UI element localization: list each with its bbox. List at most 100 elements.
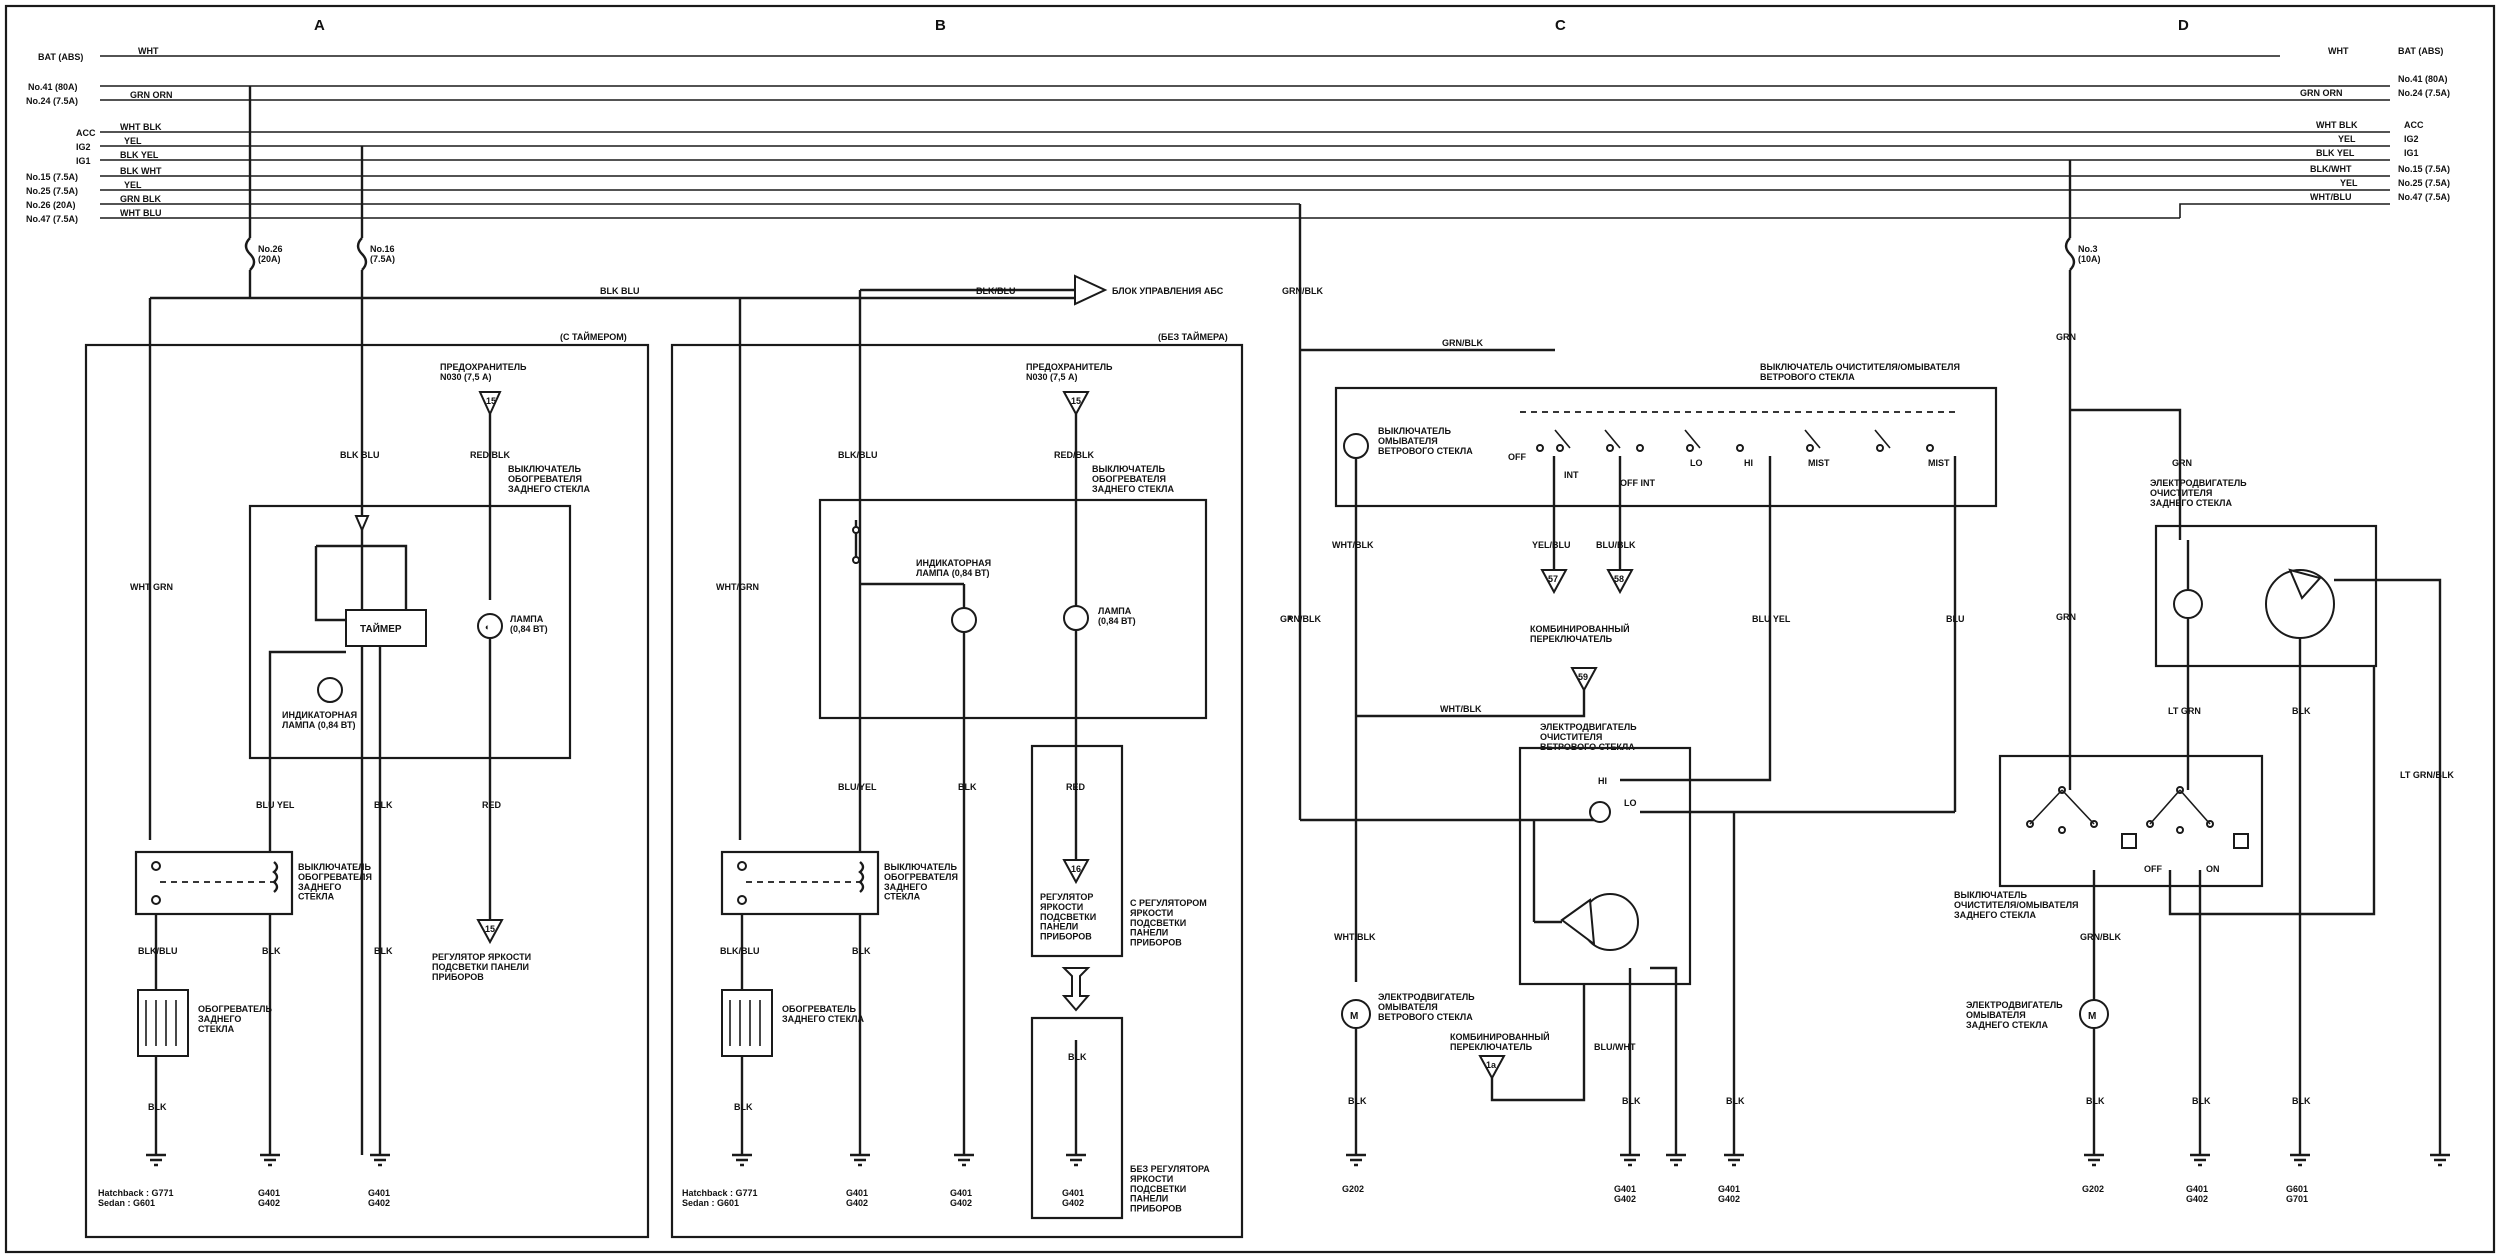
wire-label: BLK YEL — [2316, 148, 2355, 158]
ground-label: G202 — [1342, 1184, 1364, 1194]
source-label: No.26 (20A) — [26, 200, 76, 210]
lamp-glyph: ◐ — [485, 622, 490, 632]
wire-label: BLK — [1068, 1052, 1087, 1062]
combo-num: 57 — [1548, 574, 1558, 584]
pos-label: OFF — [1508, 452, 1526, 462]
motor-glyph: M — [2088, 1011, 2096, 1022]
motor-glyph: M — [1350, 1011, 1358, 1022]
source-label: No.25 (7.5A) — [26, 186, 78, 196]
right-wire-labels: WHT GRN ORN WHT BLK YEL BLK YEL BLK/WHT … — [2300, 46, 2358, 202]
wire-label: RED/BLK — [470, 450, 510, 460]
wire-label: BLU/YEL — [838, 782, 877, 792]
wire-label: BLK YEL — [120, 150, 159, 160]
left-source-labels: BAT (ABS) No.41 (80A) No.24 (7.5A) ACC I… — [26, 52, 96, 224]
wire-label: LT GRN/BLK — [2400, 770, 2454, 780]
wire-label: GRN ORN — [130, 90, 173, 100]
wire-label: BLK — [374, 800, 393, 810]
ground-label: G202 — [2082, 1184, 2104, 1194]
wire-label: BLK WHT — [120, 166, 162, 176]
fuse-num: 15 — [1071, 396, 1081, 406]
source-label: No.24 (7.5A) — [2398, 88, 2450, 98]
wire-label: YEL — [2340, 178, 2358, 188]
source-label: No.15 (7.5A) — [26, 172, 78, 182]
source-label: ACC — [2404, 120, 2424, 130]
right-source-labels: BAT (ABS) No.41 (80A) No.24 (7.5A) ACC I… — [2398, 46, 2450, 202]
wire-label: GRN ORN — [2300, 88, 2343, 98]
fuse-no16: No.16(7.5A) — [356, 146, 395, 1155]
wire-label: WHT/BLK — [1332, 540, 1374, 550]
power-bus — [100, 55, 2390, 219]
wire-label: YEL — [124, 180, 142, 190]
fuse-label: No.26(20A) — [258, 244, 283, 264]
wire-label: BLU/BLK — [1596, 540, 1636, 550]
wire-label: BLU/WHT — [1594, 1042, 1636, 1052]
wire-label: BLK/BLU — [976, 286, 1016, 296]
source-label: No.25 (7.5A) — [2398, 178, 2450, 188]
source-label: BAT (ABS) — [2398, 46, 2443, 56]
source-label: No.47 (7.5A) — [2398, 192, 2450, 202]
wire-label: WHT BLU — [120, 208, 162, 218]
wire-label: WHT/GRN — [716, 582, 759, 592]
wire-label: WHT BLK — [2316, 120, 2358, 130]
switch-contacts — [1536, 429, 1934, 452]
wire-label: GRN/BLK — [1442, 338, 1483, 348]
combo-num: 58 — [1614, 574, 1624, 584]
wire-label: BLK — [2086, 1096, 2105, 1106]
fuse-no3: No.3(10A) — [2064, 160, 2101, 410]
wire-label: WHT/BLU — [2310, 192, 2352, 202]
wire-label: YEL/BLU — [1532, 540, 1571, 550]
wire-label: BLK/BLU — [138, 946, 178, 956]
wire-label: YEL — [2338, 134, 2356, 144]
wire-label: BLK BLU — [340, 450, 380, 460]
pos-label: ON — [2206, 864, 2220, 874]
wire-label: BLK — [148, 1102, 167, 1112]
wire-label: BLK — [1622, 1096, 1641, 1106]
pos-label: HI — [1744, 458, 1753, 468]
pos-label: MIST — [1928, 458, 1950, 468]
wire-label: BLK/BLU — [720, 946, 760, 956]
pos-label: LO — [1624, 798, 1637, 808]
wire-label: BLK — [2192, 1096, 2211, 1106]
pos-label: OFF — [2144, 864, 2162, 874]
pos-label: LO — [1690, 458, 1703, 468]
source-label: IG1 — [2404, 148, 2419, 158]
wire-label: RED — [482, 800, 502, 810]
wire-label: YEL — [124, 136, 142, 146]
column-headers: A B C D — [314, 17, 2189, 34]
wire-label: BLK — [2292, 706, 2311, 716]
wire-label: BLU YEL — [256, 800, 295, 810]
pos-label: INT — [1564, 470, 1579, 480]
source-label: ACC — [76, 128, 96, 138]
column-label: C — [1555, 17, 1566, 34]
left-wire-labels: WHT GRN ORN WHT BLK YEL BLK YEL BLK WHT … — [120, 46, 173, 218]
wire-label: BLK — [958, 782, 977, 792]
wire-label: GRN BLK — [120, 194, 161, 204]
wire-label: BLK — [2292, 1096, 2311, 1106]
wire-label: BLK — [734, 1102, 753, 1112]
combo-num: 1a — [1486, 1060, 1497, 1070]
combo-num: 59 — [1578, 672, 1588, 682]
source-label: IG2 — [76, 142, 91, 152]
